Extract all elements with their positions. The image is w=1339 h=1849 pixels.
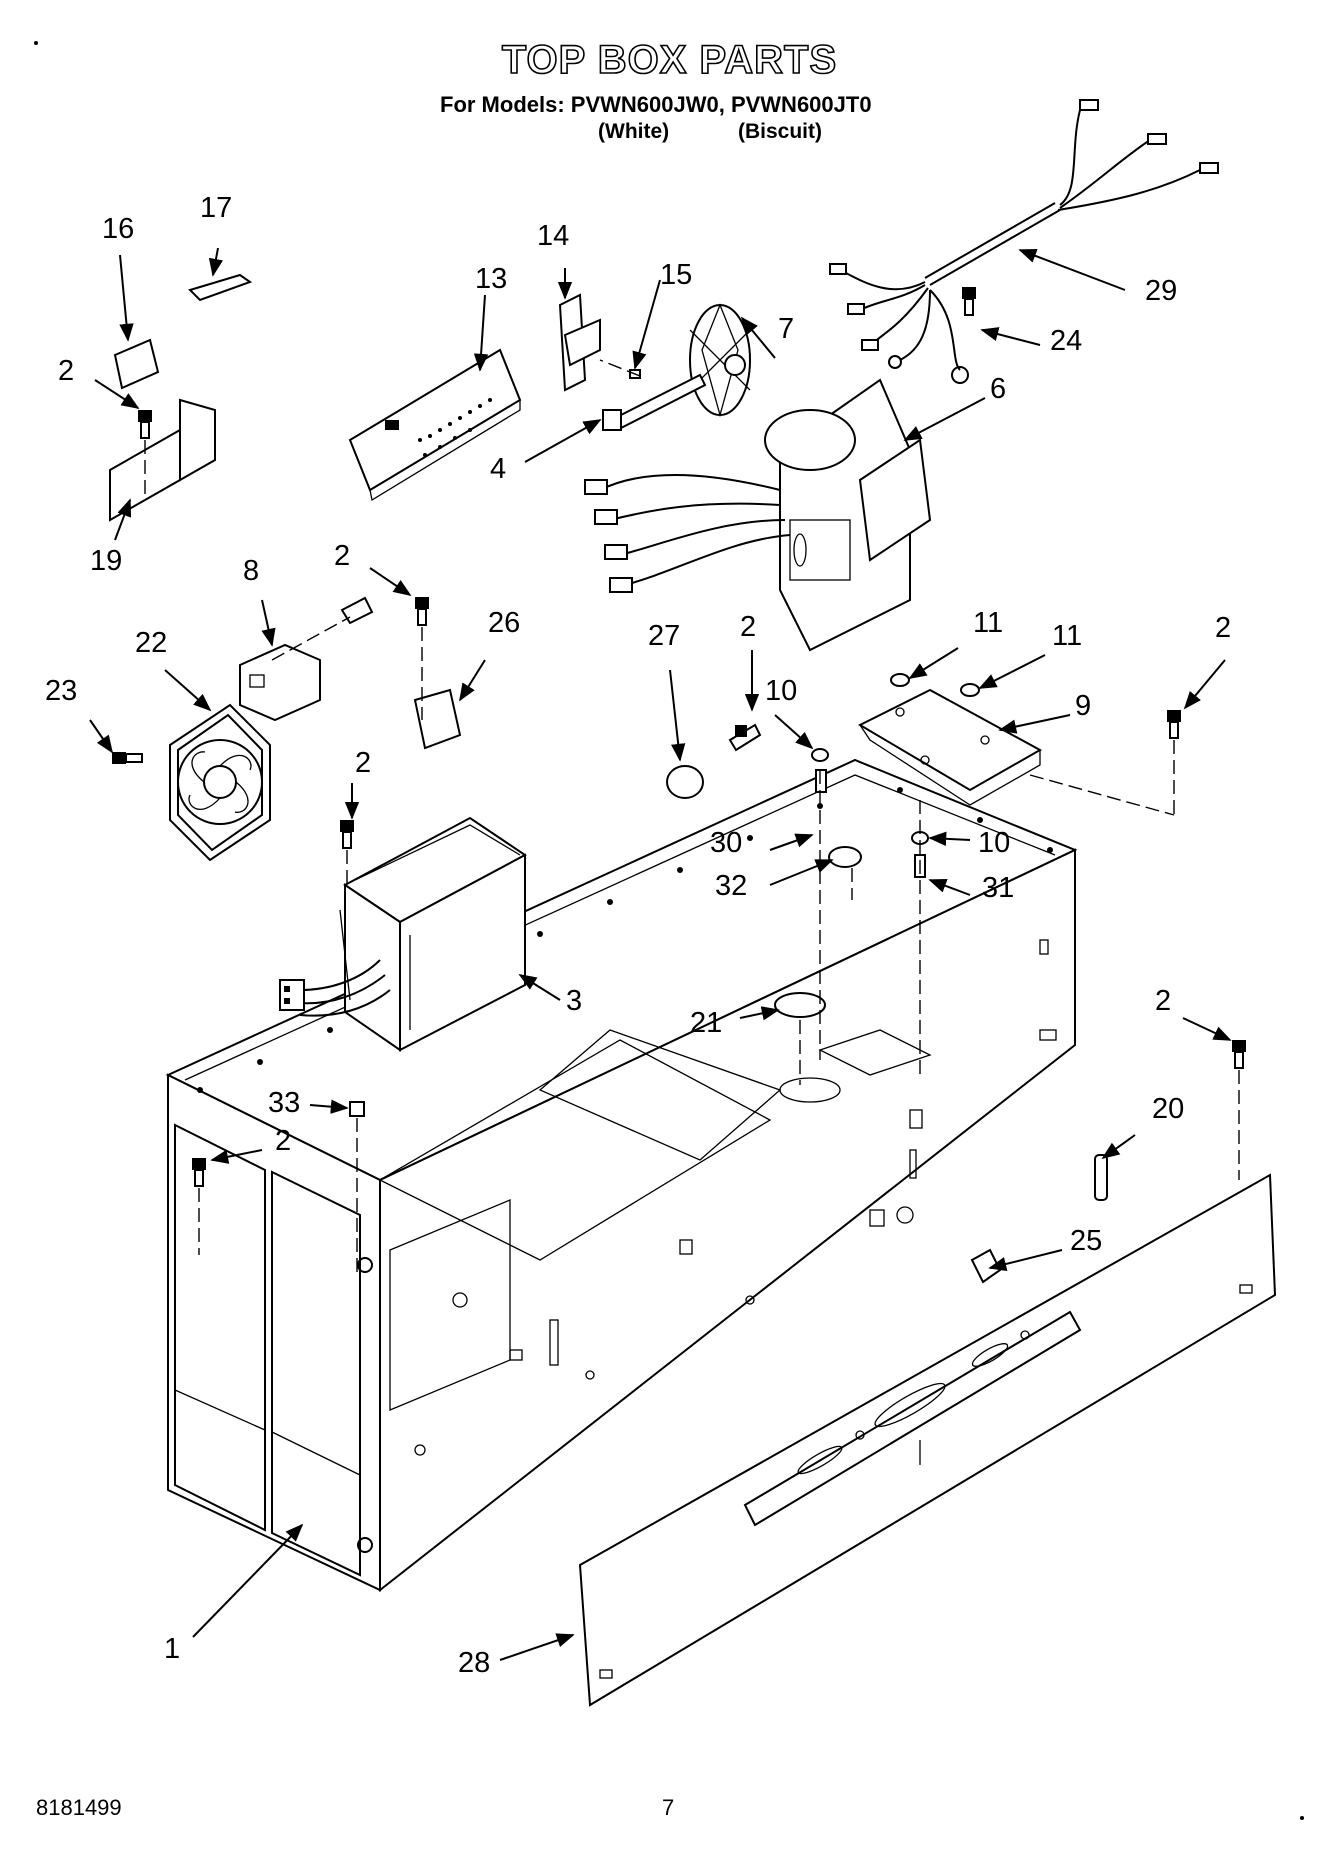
blower-motor [584,303,932,652]
callout-28: 28 [458,1647,490,1679]
callout-31: 31 [982,872,1014,904]
callout-2: 2 [275,1125,291,1157]
callout-23: 23 [45,675,77,707]
callout-2: 2 [58,355,74,387]
document-number: 8181499 [36,1795,122,1820]
switch-parts [113,273,253,390]
callout-3: 3 [566,985,582,1017]
callout-13: 13 [475,263,507,295]
temperature-sensor [602,373,707,431]
corner-mark [34,41,38,45]
condenser-fan [169,703,271,862]
callout-2: 2 [1155,985,1171,1017]
leader-lines [89,247,1232,1661]
callout-11: 11 [973,607,1003,639]
page-number: 7 [662,1795,675,1820]
callout-14: 14 [537,220,569,252]
callout-11: 11 [1052,620,1082,652]
wiring-harness [829,99,1219,384]
corner-mark [1300,1816,1304,1820]
deflector-plate [857,688,1043,806]
callout-10: 10 [765,675,797,707]
callout-26: 26 [488,607,520,639]
callout-2: 2 [334,540,350,572]
callout-17: 17 [200,192,232,224]
front-panel [578,1173,1277,1707]
control-box [279,816,527,1052]
callout-2: 2 [740,611,756,643]
callout-21: 21 [690,1007,722,1039]
models-line: For Models: PVWN600JW0, PVWN600JT0 [440,92,872,117]
callout-30: 30 [710,827,742,859]
callout-2: 2 [1215,612,1231,644]
callout-15: 15 [660,259,692,291]
page-title: TOP BOX PARTS [501,37,838,83]
screws [112,287,1246,1187]
callout-16: 16 [102,213,134,245]
callout-4: 4 [490,453,506,485]
callout-6: 6 [990,373,1006,405]
bracket [558,293,641,392]
callout-8: 8 [243,555,259,587]
callout-25: 25 [1070,1225,1102,1257]
mounting-bracket [109,398,216,522]
callout-10: 10 [978,827,1010,859]
callout-labels: 1 2 2 2 2 2 2 2 3 4 6 7 8 9 10 10 11 11 … [45,192,1231,1679]
callout-32: 32 [715,870,747,902]
variant-biscuit-label: (Biscuit) [738,120,822,143]
callout-19: 19 [90,545,122,577]
capacitor-relay [239,596,462,750]
callout-1: 1 [164,1633,180,1665]
callout-24: 24 [1050,325,1082,357]
callout-20: 20 [1152,1093,1184,1125]
callout-22: 22 [135,627,167,659]
callout-27: 27 [648,620,680,652]
callout-7: 7 [778,313,794,345]
variant-white-label: (White) [598,120,670,143]
electronic-control-board [348,348,522,502]
callout-9: 9 [1075,690,1091,722]
alignment-lines [144,359,1240,1275]
callout-33: 33 [268,1087,300,1119]
callout-2: 2 [355,747,371,779]
callout-29: 29 [1145,275,1177,307]
